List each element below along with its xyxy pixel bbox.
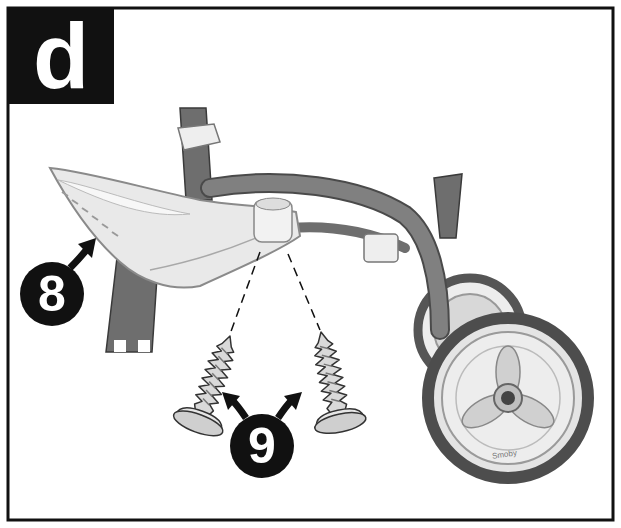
post-clamp [178,124,220,150]
callout-disc [20,262,84,326]
panel-border [8,8,613,520]
rim-ring [456,346,560,450]
hub [494,384,522,412]
step-letter: d [8,8,114,104]
arrow-head [284,392,302,410]
tube-notch [138,340,150,352]
guide-line [230,252,260,334]
seat-highlight [58,180,190,215]
callout-text: 8 [20,262,84,326]
callout-number: 8 [20,262,84,326]
callout-number: 9 [230,414,294,478]
mount-top [256,198,290,210]
arrow-head [222,392,240,410]
seat-edge [150,232,270,270]
callout-disc [230,414,294,478]
arrow-head [78,238,96,258]
hub-spokes [457,346,559,434]
axle-hole [501,391,515,405]
screw [296,327,368,438]
front-wheel [428,318,588,478]
frame-bracket [364,234,398,262]
guide-line [288,254,320,330]
tube-notch [114,340,126,352]
seat-ridges [62,192,118,236]
seat [50,168,300,288]
callout-text: 9 [230,414,294,478]
handle-post [434,174,462,238]
front-rim [442,332,574,464]
step-letter-box: d [8,8,114,104]
